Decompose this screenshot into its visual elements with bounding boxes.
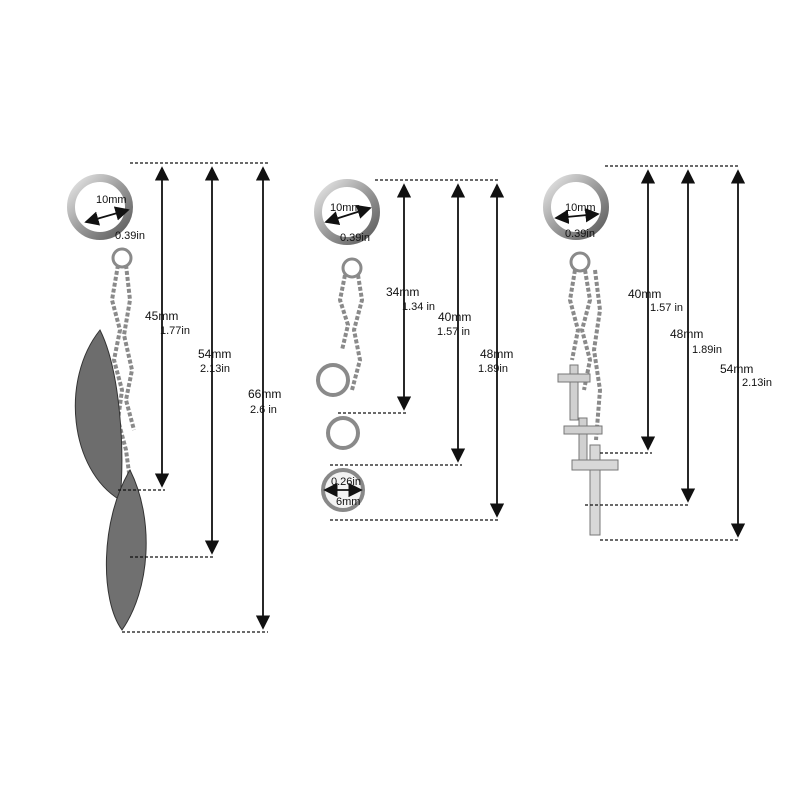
ring [326,416,360,450]
hoop-mm-label: 10mm [330,202,361,214]
hoop-icon [543,174,609,240]
chain [121,264,136,431]
dim-in-label: 2.6 in [250,404,277,416]
disc-mm-label: 6mm [336,496,360,508]
hoop-in-label: 0.39in [115,230,145,242]
hoop-dimension-arrow [84,206,130,226]
hoop-icon [314,179,380,245]
dim-mm-label: 40mm [628,287,661,301]
dim-in-label: 1.34 in [402,301,435,313]
dim-mm-label: 54mm [720,362,753,376]
dim-in-label: 1.57 in [437,326,470,338]
dim-in-label: 1.57 in [650,302,683,314]
dim-mm-label: 48mm [480,347,513,361]
hoop-mm-label: 10mm [565,202,596,214]
hoop-mm-label: 10mm [96,194,127,206]
earring-feather: 10mm 0.39in 45mm 1.77in 54mm 2.13in 66mm… [67,162,281,633]
dim-in-label: 2.13in [200,363,230,375]
cross-icon [571,444,619,536]
hoop-icon [67,174,133,240]
dim-mm-label: 45mm [145,309,178,323]
cross-icon [557,364,591,421]
dim-in-label: 1.89in [478,363,508,375]
ring [316,363,350,397]
hoop-in-label: 0.39in [565,228,595,240]
chain [337,274,351,351]
earring-crosses: 10mm 0.39in 40mm 1.57 in 48mm 1.89in 54m… [543,165,772,541]
dim-mm-label: 54mm [198,347,231,361]
dim-in-label: 2.13in [742,377,772,389]
dim-in-label: 1.77in [160,325,190,337]
dim-mm-label: 34mm [386,285,419,299]
feather-icon [105,468,147,631]
hoop-in-label: 0.39in [340,232,370,244]
dim-mm-label: 40mm [438,310,471,324]
dim-in-label: 1.89in [692,344,722,356]
dim-mm-label: 66mm [248,387,281,401]
chain [350,274,365,391]
dim-mm-label: 48mm [670,327,703,341]
jump-ring [111,247,133,269]
disc-in-label: 0.26in [331,476,361,488]
earring-rings-disc: 10mm 0.39in 34mm 1.34 in 40mm 1.57 in 48… [314,179,513,521]
